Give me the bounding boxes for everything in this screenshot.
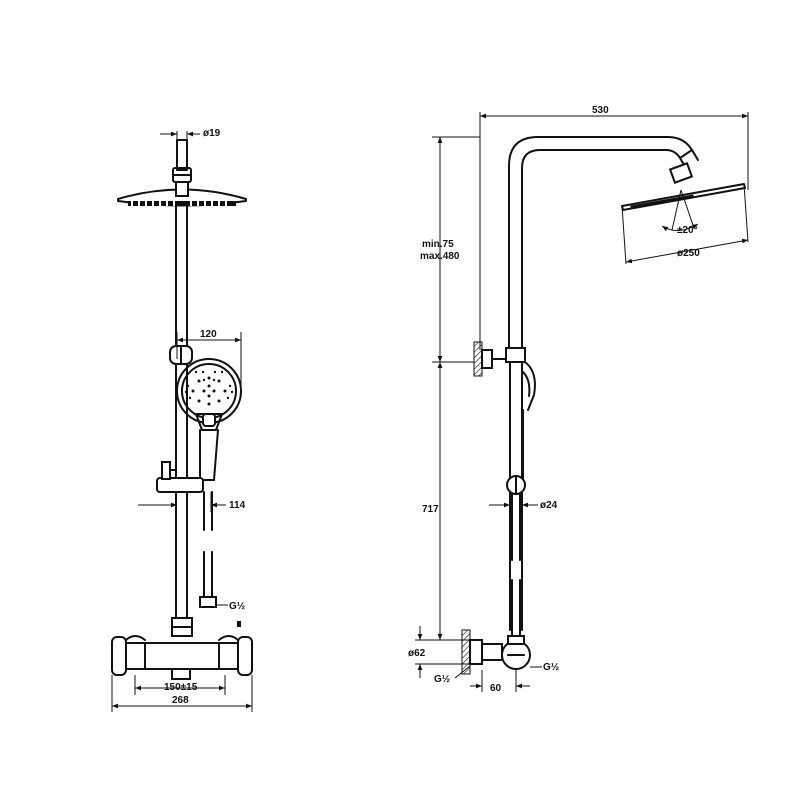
dim-label-total-height: 717 <box>422 504 439 515</box>
dim-front-inlet-spacing: 150±15 <box>134 675 226 695</box>
dim-front-slider-offset: 114 <box>138 492 246 512</box>
side-overhead-arm <box>508 136 699 357</box>
side-hand-shower <box>522 361 536 479</box>
side-upper-wall-bracket <box>432 341 510 377</box>
dim-label-tilt-angle: ±20° <box>677 225 698 236</box>
dim-label-height-max: max.480 <box>420 251 460 262</box>
dim-label-inlet-spacing: 150±15 <box>164 682 198 693</box>
dim-label-wall-offset: 60 <box>490 683 502 694</box>
front-lower-connector <box>171 617 193 637</box>
hand-shower-spray-dots <box>184 370 234 406</box>
front-slider <box>156 461 204 493</box>
dim-label-pipe-diameter: ø19 <box>203 128 221 139</box>
front-top-connector <box>172 139 192 183</box>
dim-side-arm-length: 530 <box>479 105 749 190</box>
dim-label-head-diameter: ø250 <box>677 248 700 259</box>
leader-thread-inlet <box>454 665 471 679</box>
dim-label-handshower-width: 120 <box>200 329 217 340</box>
dim-label-height-min: min.75 <box>422 239 454 250</box>
dim-label-escutcheon: ø62 <box>408 648 426 659</box>
side-mixer-body <box>461 629 531 675</box>
front-view: ø19 <box>111 128 253 712</box>
dim-label-side-thread-outlet: G½ <box>543 662 559 673</box>
side-lower-riser <box>505 347 526 631</box>
dim-side-escutcheon: ø62 <box>408 626 470 678</box>
dim-side-total-height: 717 <box>422 362 443 640</box>
dim-label-slider-offset: 114 <box>229 500 246 511</box>
front-thermostatic-mixer <box>111 621 253 680</box>
rain-head-nozzles <box>128 201 236 206</box>
dim-front-handshower-width: 120 <box>176 329 242 391</box>
side-slider <box>506 475 526 495</box>
dim-label-arm-length: 530 <box>592 105 609 116</box>
dim-label-mixer-width: 268 <box>172 695 189 706</box>
front-upper-holder <box>169 345 193 365</box>
side-hose <box>511 493 521 637</box>
front-riser-pipe <box>175 205 188 619</box>
dim-front-pipe-diameter: ø19 <box>160 128 221 140</box>
front-rain-head <box>117 181 247 207</box>
dim-label-thread-inlet: G½ <box>434 674 450 685</box>
dim-side-wall-offset: 60 <box>470 670 530 694</box>
front-hose <box>199 491 217 608</box>
dim-front-mixer-width: 268 <box>111 675 253 712</box>
dim-label-side-pipe-diameter: ø24 <box>540 500 558 511</box>
side-view: 530 ±20° ø250 min.75 max.480 <box>408 105 749 694</box>
dim-side-height-adjust: min.75 max.480 <box>420 136 480 362</box>
dim-side-pipe-diameter: ø24 <box>489 500 558 511</box>
side-rain-head <box>621 183 749 265</box>
dim-label-front-thread-outlet: G½ <box>229 601 245 612</box>
